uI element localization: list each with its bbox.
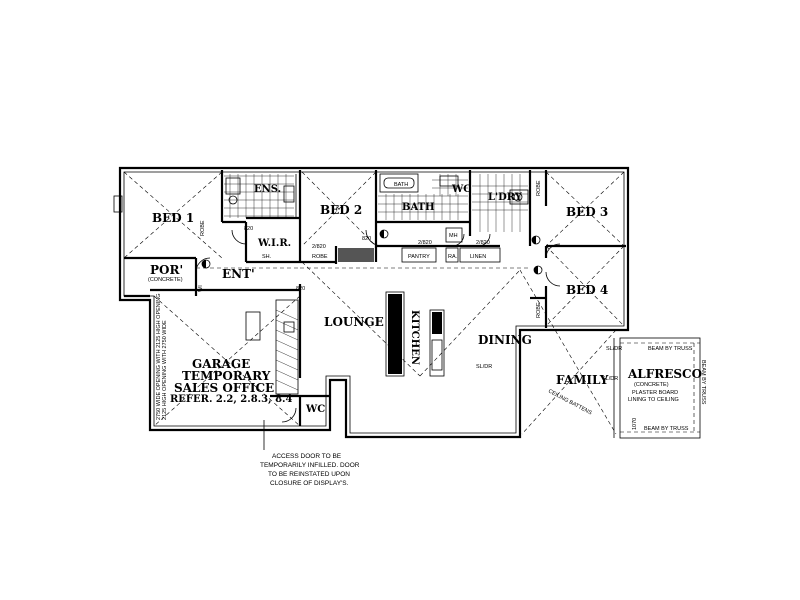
hallway-block — [338, 248, 374, 262]
label-garage-side-2: 2125 HIGH OPENING WITH 2750 WIDE — [162, 320, 168, 420]
label-garage-side: 2750 WIDE OPENING WITH 2125 HIGH OPENING — [156, 293, 162, 420]
label-dim-820c: 820 — [296, 286, 305, 292]
door-swings — [195, 229, 561, 423]
label-dim-1070: 1070 — [632, 418, 638, 430]
label-garage-1: GARAGE — [192, 357, 250, 371]
bath-tiles — [378, 173, 468, 220]
label-bath: BATH — [402, 202, 435, 213]
label-wc: WC — [451, 184, 471, 195]
label-plaster-1: PLASTER BOARD — [632, 390, 678, 396]
label-dim-820b: 820 — [244, 226, 253, 232]
label-sh: SH. — [262, 254, 272, 260]
room-labels: BED 1 ENS. W.I.R. BED 2 BATH WC L'DRY BE… — [150, 184, 702, 415]
label-dining: DINING — [478, 333, 532, 347]
label-kitchen: KITCHEN — [409, 310, 420, 365]
label-bed1: BED 1 — [152, 211, 194, 225]
note-line-1: ACCESS DOOR TO BE — [272, 453, 342, 460]
access-door-note: ACCESS DOOR TO BE TEMPORARILY INFILLED. … — [260, 453, 360, 487]
bed1-window — [113, 195, 123, 213]
kitchen-bench — [388, 294, 402, 374]
note-line-4: CLOSURE OF DISPLAY'S. — [270, 480, 349, 487]
label-concrete-alf: (CONCRETE) — [634, 382, 669, 388]
label-concrete-por: (CONCRETE) — [148, 277, 183, 283]
label-ens: ENS. — [254, 184, 281, 195]
label-wi: WI — [198, 285, 204, 292]
label-por: POR' — [150, 263, 183, 277]
label-beam-top: BEAM BY TRUSS — [648, 346, 693, 352]
label-garage-3: SALES OFFICE — [174, 381, 274, 395]
ldry-tiles — [472, 174, 529, 232]
note-line-3: TO BE REINSTATED UPON — [268, 471, 350, 478]
ens-tiles — [224, 174, 295, 218]
label-mh: MH — [449, 233, 458, 239]
label-ent: ENT' — [222, 267, 255, 281]
label-wir: W.I.R. — [257, 238, 291, 249]
label-ra: RA. — [448, 254, 458, 260]
label-robe: ROBE — [312, 254, 328, 260]
garage-stair — [245, 299, 299, 395]
label-lounge: LOUNGE — [324, 315, 384, 329]
label-bed4: BED 4 — [566, 283, 608, 297]
label-ceiling-battens: CEILING BATTENS — [547, 388, 593, 416]
label-wc2: WC — [305, 404, 325, 415]
label-dim-2820c: 2/820 — [476, 240, 490, 246]
note-line-2: TEMPORARILY INFILLED. DOOR — [260, 462, 360, 469]
label-bed3: BED 3 — [566, 205, 608, 219]
label-robe-4: ROBE — [536, 302, 542, 318]
label-dim-2820b: 2/820 — [418, 240, 432, 246]
label-family: FAMILY — [556, 373, 609, 387]
label-garage-4: REFER. 2.2, 2.8.3, 8.4 — [170, 394, 293, 405]
label-robe-2: ROBE — [200, 220, 206, 236]
label-sl-dr-3: SL/DR — [606, 346, 622, 352]
alfresco-outline — [613, 337, 701, 439]
label-sl-dr-2: SL/DR — [602, 376, 618, 382]
label-bed2: BED 2 — [320, 203, 362, 217]
label-beam-right: BEAM BY TRUSS — [700, 360, 706, 405]
label-alfresco: ALFRESCO — [627, 367, 702, 381]
label-dim-820a: 820 — [362, 236, 371, 242]
label-ldry: L'DRY — [488, 192, 523, 203]
label-dim-2820a: 2/820 — [312, 244, 326, 250]
label-garage-2: TEMPORARY — [182, 369, 271, 383]
label-robe-3: ROBE — [536, 180, 542, 196]
label-sl-dr-1: SL/DR — [476, 364, 492, 370]
label-bath-fixture: BATH — [394, 182, 408, 188]
label-beam-bottom: BEAM BY TRUSS — [644, 426, 689, 432]
wc-tiles — [432, 174, 468, 196]
label-plaster-2: LINING TO CEILING — [628, 397, 679, 403]
label-pantry: PANTRY — [408, 254, 430, 260]
label-linen: LINEN — [470, 254, 486, 260]
smoke-alarms — [201, 229, 543, 275]
